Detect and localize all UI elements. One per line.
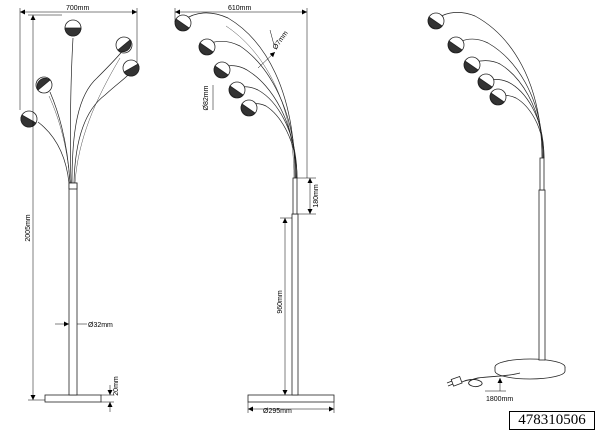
base-diameter-label: Ø295mm — [263, 408, 292, 415]
front-arms — [37, 37, 132, 184]
perspective-shades — [427, 12, 507, 106]
front-dimensions — [19, 8, 138, 412]
front-pole-collar — [68, 182, 78, 190]
front-pole — [68, 182, 78, 396]
base-height-label: 20mm — [113, 376, 120, 396]
product-code: 478310506 — [509, 411, 595, 430]
side-upper-tube — [292, 177, 298, 215]
perspective-view — [427, 12, 566, 387]
arm-diameter-label: Ø7mm — [272, 30, 290, 51]
perspective-arms — [437, 12, 545, 159]
shade-diameter-label: Ø82mm — [203, 85, 210, 110]
cable-length-label: 1800mm — [486, 396, 513, 403]
front-shades — [20, 19, 140, 128]
side-dimensions — [174, 8, 335, 413]
front-base — [44, 394, 102, 403]
side-shades — [174, 14, 258, 117]
lower-tube-label: 960mm — [277, 290, 284, 314]
upper-tube-label: 180mm — [313, 184, 320, 208]
perspective-upper-tube — [539, 157, 545, 191]
front-view — [20, 19, 140, 403]
side-base — [247, 394, 335, 403]
side-width-label: 610mm — [228, 5, 252, 12]
plug-icon — [446, 375, 463, 387]
power-cable — [461, 372, 521, 387]
perspective-dimensions — [485, 378, 506, 392]
front-width-label: 700mm — [66, 5, 90, 12]
side-view — [174, 12, 335, 403]
side-lower-pole — [291, 213, 299, 396]
perspective-pole — [538, 189, 546, 361]
pole-diameter-label: Ø32mm — [88, 322, 113, 329]
front-height-label: 2005mm — [25, 214, 32, 241]
